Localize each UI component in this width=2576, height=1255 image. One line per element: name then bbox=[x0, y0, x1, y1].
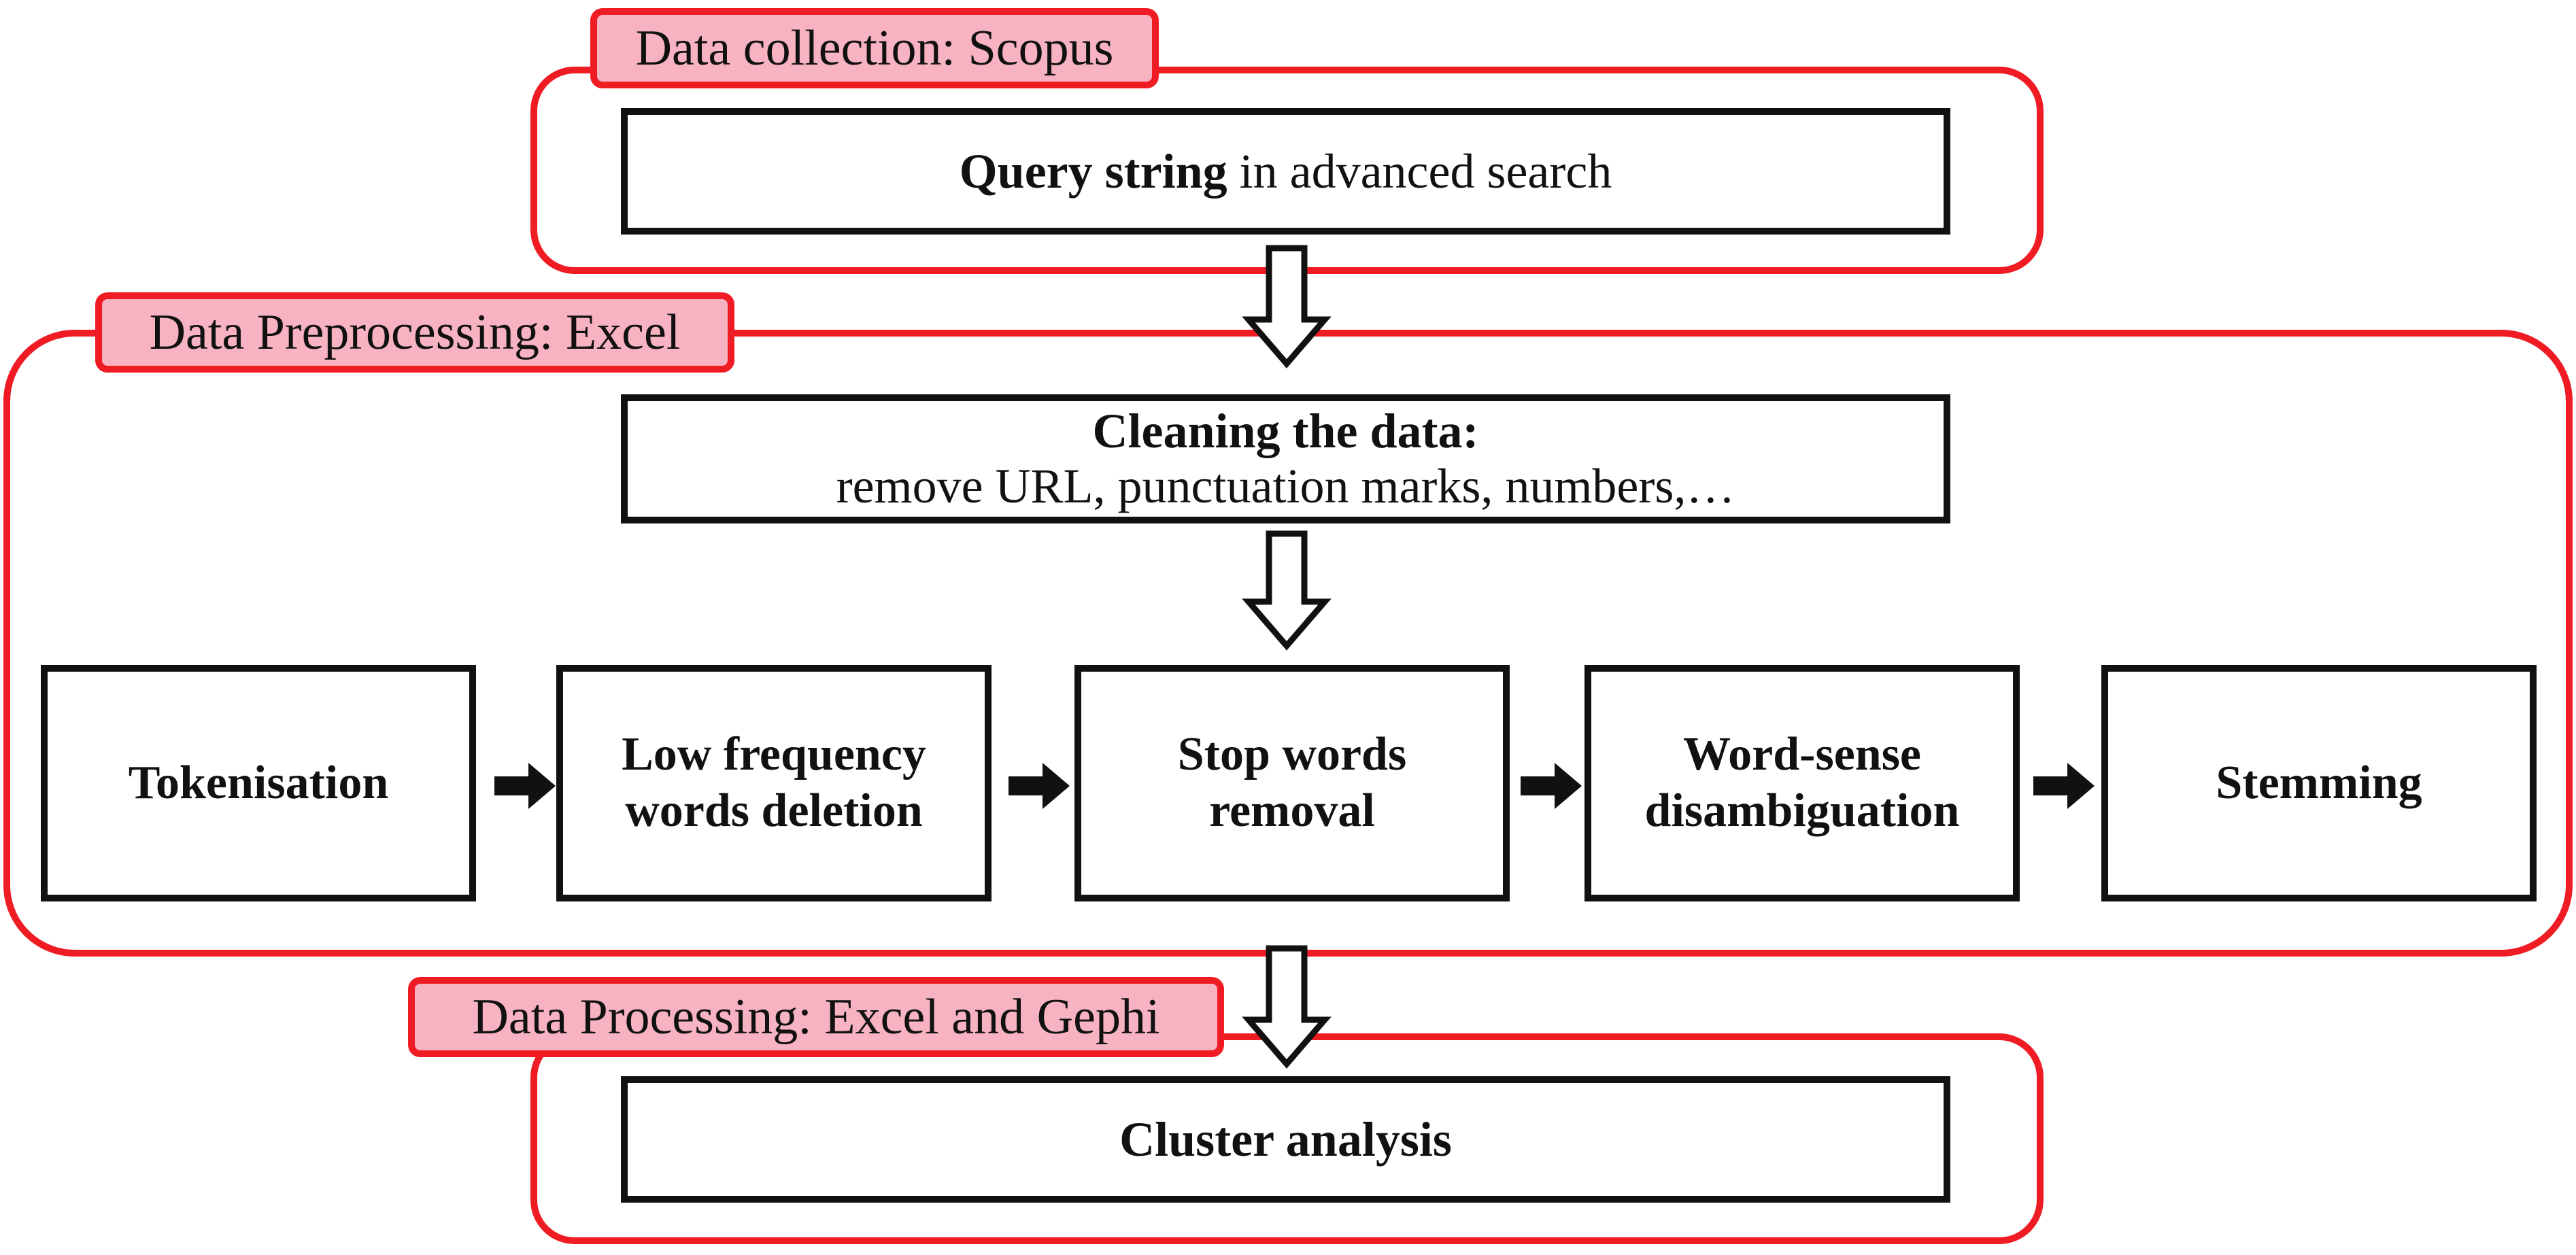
stop-words-line2: removal bbox=[1209, 785, 1375, 837]
stop-words-line1: Stop words bbox=[1177, 728, 1407, 781]
low-frequency-line2: words deletion bbox=[625, 785, 923, 837]
query-normal-text: in advanced search bbox=[1227, 143, 1612, 199]
cluster-analysis-box: Cluster analysis bbox=[621, 1076, 1950, 1203]
right-arrow-2 bbox=[1009, 763, 1070, 809]
section-label-preprocessing: Data Preprocessing: Excel bbox=[95, 292, 734, 373]
cleaning-title: Cleaning the data: bbox=[1092, 404, 1479, 459]
low-frequency-box: Low frequency words deletion bbox=[556, 665, 992, 901]
cleaning-detail: remove URL, punctuation marks, numbers,… bbox=[836, 459, 1735, 513]
down-arrow-1 bbox=[1242, 245, 1332, 368]
stop-words-box: Stop words removal bbox=[1074, 665, 1510, 901]
right-arrow-4 bbox=[2033, 763, 2095, 809]
word-sense-box: Word-sense disambiguation bbox=[1584, 665, 2020, 901]
right-arrow-1 bbox=[494, 763, 556, 809]
section-label-processing: Data Processing: Excel and Gephi bbox=[408, 977, 1224, 1057]
cluster-analysis-label: Cluster analysis bbox=[1119, 1112, 1452, 1167]
query-bold-text: Query string bbox=[959, 143, 1227, 199]
right-arrow-3 bbox=[1521, 763, 1582, 809]
down-arrow-2 bbox=[1242, 530, 1332, 651]
word-sense-line1: Word-sense bbox=[1683, 728, 1921, 781]
tokenisation-box: Tokenisation bbox=[41, 665, 476, 901]
stemming-label: Stemming bbox=[2216, 756, 2422, 809]
stemming-box: Stemming bbox=[2101, 665, 2537, 901]
cleaning-box: Cleaning the data: remove URL, punctuati… bbox=[621, 394, 1950, 523]
down-arrow-3 bbox=[1242, 945, 1332, 1069]
word-sense-line2: disambiguation bbox=[1644, 785, 1960, 837]
query-string-box: Query string in advanced search bbox=[621, 108, 1950, 235]
low-frequency-line1: Low frequency bbox=[622, 728, 926, 781]
tokenisation-label: Tokenisation bbox=[128, 756, 389, 809]
section-label-collection: Data collection: Scopus bbox=[590, 8, 1159, 88]
